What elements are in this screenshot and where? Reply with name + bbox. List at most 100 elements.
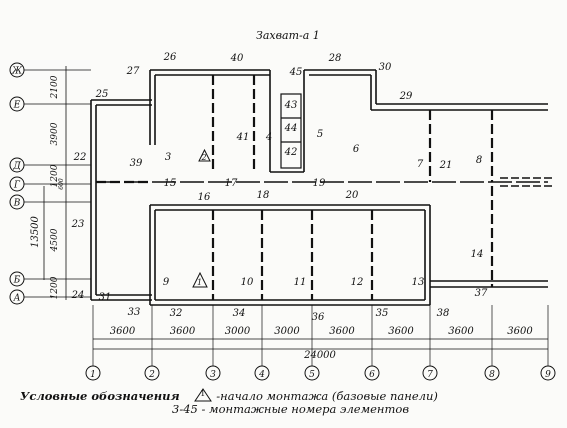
element-number: 38 [437,308,450,319]
dimensions [43,66,548,350]
start-mark-1: 1 [192,271,208,288]
element-number: 32 [170,308,183,319]
element-number: 14 [471,249,484,260]
row-axis-label: Ж [11,67,23,77]
dim-left-5: 1200 [50,276,60,299]
col-axis-label: 3 [210,370,216,380]
element-number: 13 [412,277,425,288]
col-axis-8: 9 [540,305,556,381]
dim-left-total: 13500 [30,215,41,247]
row-axes: Ж Е ДГВ БА [9,62,91,305]
dim-bottom-4: 3600 [329,326,355,337]
element-number: 39 [130,158,143,169]
col-axis-label: 7 [427,370,433,380]
col-axis-1: 2 [144,305,160,381]
element-number: 33 [128,307,141,318]
col-axis-5: 6 [364,305,380,381]
row-axis-label: Б [13,276,21,286]
element-number: 45 [289,67,303,78]
col-axis-label: 1 [90,370,96,380]
dim-left-2: 1200 [50,164,60,187]
dim-left-1: 3900 [50,122,60,145]
element-number: 31 [99,292,112,303]
row-axis-label: Д [12,162,21,172]
dim-bottom-2: 3000 [225,326,251,337]
element-number: 16 [198,192,211,203]
element-number: 43 [284,100,298,111]
dim-bottom-3: 3000 [274,326,300,337]
col-axis-label: 9 [545,370,551,380]
element-number: 23 [71,219,85,230]
col-axis-label: 4 [258,370,265,380]
col-axis-4: 5 [304,305,320,381]
element-number: 20 [345,190,359,201]
element-number: 12 [351,277,364,288]
element-number: 18 [257,190,270,201]
row-axis-0: Ж [9,62,91,78]
row-axis-3: Г [9,176,91,192]
col-axis-label: 6 [369,370,375,380]
element-number: 40 [230,53,244,64]
legend-triangle-text: -начало монтажа (базовые панели) [216,389,438,403]
legend-triangle-icon: 1 [193,388,213,402]
element-number: 36 [312,312,325,323]
element-number: 19 [313,178,326,189]
row-axis-2: Д [9,157,91,173]
drawing-title: Захват-а 1 [256,29,320,42]
col-axis-3: 4 [254,305,270,381]
element-number: 29 [399,91,413,102]
legend-numbers-text: 3-45 - монтажные номера элементов [172,402,410,416]
svg-text:1: 1 [197,278,202,287]
svg-text:2: 2 [201,153,207,162]
element-number: 27 [126,66,140,77]
col-axis-label: 8 [489,370,495,380]
element-number: 5 [317,129,323,140]
col-axis-0: 1 [85,305,101,381]
legend: Условные обозначения 1 -начало монтажа (… [20,388,438,416]
dim-left-3: 600 [58,178,65,190]
internal-walls [96,75,494,300]
element-number: 30 [379,62,392,73]
element-number: 42 [284,147,298,158]
dim-bottom-1: 3600 [170,326,196,337]
element-number: 11 [294,277,307,288]
col-axis-2: 3 [205,305,221,381]
dim-total: 24000 [303,350,336,361]
col-axis-label: 2 [148,370,155,380]
element-number: 26 [163,52,177,63]
element-number: 9 [163,277,170,288]
dim-bottom-7: 3600 [507,326,533,337]
element-number: 41 [236,132,250,143]
row-axis-1: Е [9,96,91,112]
start-mark-2: 2 [198,148,211,162]
row-axis-4: В [9,194,91,210]
elevator-block [280,93,302,169]
row-axis-6: А [9,289,91,305]
element-number: 44 [284,123,298,134]
row-axis-label: А [13,294,21,304]
element-number: 22 [73,152,87,163]
element-number: 21 [439,160,453,171]
dim-left-4: 4500 [50,228,60,252]
row-axis-label: Е [13,101,21,111]
element-number: 15 [164,178,177,189]
element-number: 35 [376,308,389,319]
col-axis-label: 5 [309,370,315,380]
row-axis-label: Г [13,181,21,191]
dim-bottom-5: 3600 [388,326,414,337]
dim-bottom-6: 3600 [448,326,474,337]
dim-left-0: 2100 [50,75,60,99]
element-number: 37 [475,288,488,299]
element-number: 34 [233,308,246,319]
element-number: 24 [71,290,85,301]
element-number: 8 [476,155,482,166]
legend-label: Условные обозначения [20,389,180,403]
row-axis-5: Б [9,271,91,287]
element-number: 25 [95,89,109,100]
dim-bottom-0: 3600 [110,326,136,337]
col-axis-7: 8 [484,305,500,381]
element-number: 6 [353,144,360,155]
